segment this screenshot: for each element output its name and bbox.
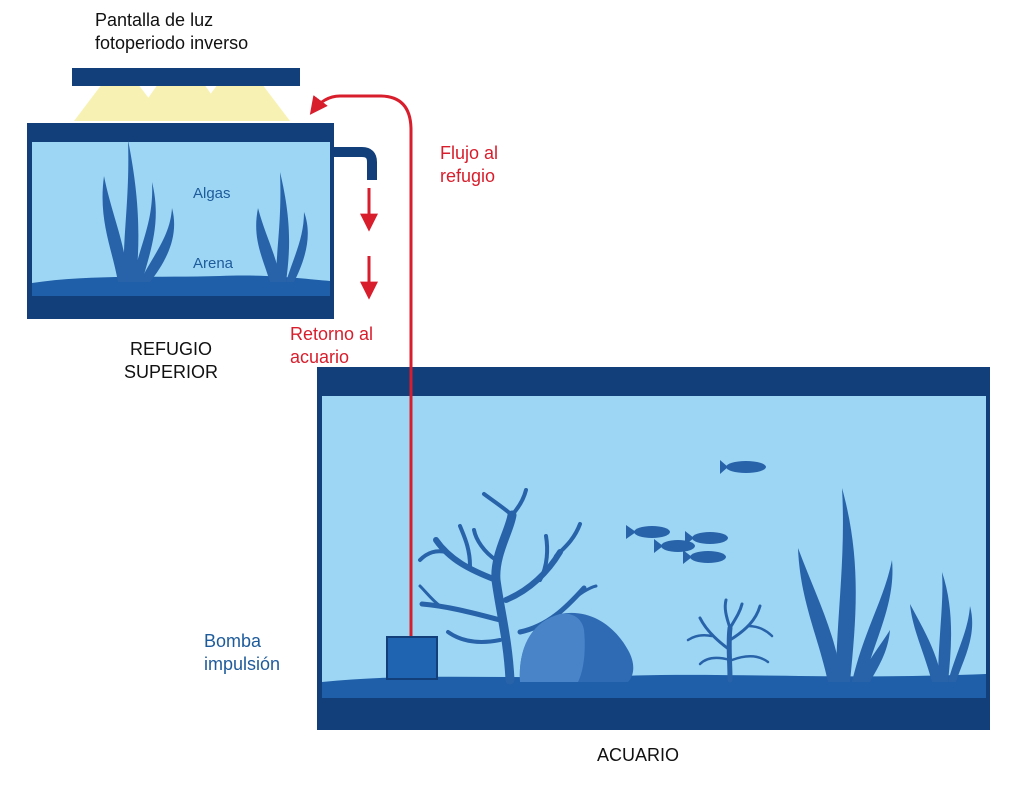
fish-4	[685, 531, 728, 545]
light-bar	[72, 68, 300, 86]
refuge-algae-left	[102, 140, 175, 282]
pump-label-line2: impulsión	[204, 654, 281, 674]
branching-coral-large	[418, 488, 598, 685]
pump-label-line1: Bomba	[204, 631, 262, 651]
aquarium-label: ACUARIO	[597, 745, 680, 765]
fish-school	[626, 460, 766, 564]
refuge-outlet-pipe	[330, 147, 377, 180]
fish-2	[626, 525, 670, 539]
fish-5	[683, 550, 726, 564]
refuge-label-line1: REFUGIO	[129, 339, 212, 359]
light-screen-label-line1: Pantalla de luz	[95, 10, 214, 30]
return-to-aquarium-label: Retorno al acuario	[290, 323, 373, 369]
aquarium-base	[317, 698, 990, 730]
pump-label: Bomba impulsión	[204, 630, 280, 676]
flow-to-refuge-line	[309, 94, 413, 637]
main-aquarium	[317, 367, 990, 730]
light-cone-right	[190, 84, 290, 121]
aquarium-sand	[322, 674, 986, 698]
pump	[386, 636, 438, 680]
flow-to-refuge-label-line1: Flujo al	[440, 143, 499, 163]
light-screen-label-line2: fotoperiodo inverso	[95, 33, 249, 53]
algae-label: Algas	[193, 185, 231, 202]
light-screen	[72, 68, 300, 121]
refuge-tank	[27, 123, 377, 319]
refuge-base	[27, 296, 334, 319]
seagrass-small	[910, 572, 973, 682]
refuge-sand	[32, 275, 330, 298]
light-screen-label: Pantalla de luz fotoperiodo inverso	[95, 9, 248, 55]
flow-to-refuge-label: Flujo al refugio	[440, 142, 498, 188]
rock	[519, 612, 634, 682]
refuge-algae-right	[256, 172, 308, 282]
flow-to-refuge-label-line2: refugio	[440, 166, 496, 186]
return-to-aquarium-label-line1: Retorno al	[290, 324, 374, 344]
seagrass-large	[798, 488, 893, 682]
sand-label: Arena	[193, 255, 234, 272]
refuge-label: REFUGIO SUPERIOR	[116, 338, 226, 384]
refuge-label-line2: SUPERIOR	[123, 362, 219, 382]
branching-coral-small	[686, 598, 774, 683]
return-to-aquarium-label-line2: acuario	[290, 347, 350, 367]
fish-1	[720, 460, 766, 474]
